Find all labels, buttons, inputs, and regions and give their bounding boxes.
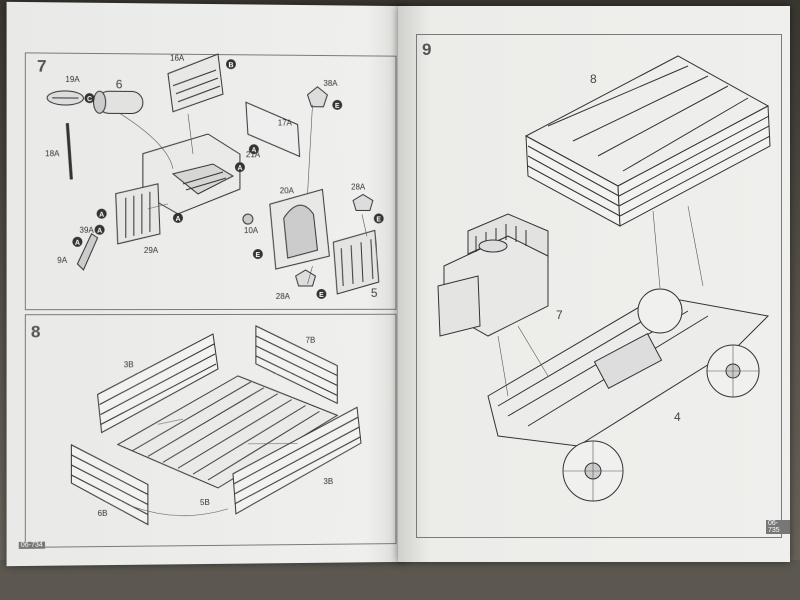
label-28A-bottom: 28A <box>275 291 290 301</box>
label-8: 8 <box>590 72 597 86</box>
svg-text:C: C <box>87 96 92 103</box>
svg-text:E: E <box>376 216 381 223</box>
label-29A: 29A <box>143 245 159 255</box>
step9-number: 9 <box>422 40 432 59</box>
table-surface <box>0 560 800 600</box>
svg-text:A: A <box>99 212 104 219</box>
svg-text:B: B <box>228 62 233 69</box>
label-4: 4 <box>674 410 681 424</box>
svg-text:E: E <box>256 252 261 259</box>
svg-text:A: A <box>175 216 180 223</box>
label-21A: 21A <box>245 150 261 160</box>
label-18A: 18A <box>45 149 60 159</box>
page-code-left: 06-734 <box>18 541 45 549</box>
label-3B-right: 3B <box>323 477 334 487</box>
label-5: 5 <box>370 285 378 300</box>
label-9A: 9A <box>57 255 68 265</box>
label-16A: 16A <box>169 53 185 63</box>
svg-text:A: A <box>97 228 102 235</box>
page-code-right: 06-735 <box>766 520 790 534</box>
label-7B: 7B <box>305 335 316 345</box>
label-5B: 5B <box>200 497 210 508</box>
svg-text:E: E <box>335 103 340 110</box>
svg-text:A: A <box>75 240 80 247</box>
label-19A: 19A <box>65 74 80 85</box>
label-3B-left: 3B <box>123 360 134 370</box>
label-28A-top: 28A <box>351 182 366 192</box>
step9-line-art <box>437 55 771 502</box>
label-6: 6 <box>115 77 123 92</box>
label-39A: 39A <box>79 225 94 235</box>
label-38A: 38A <box>323 78 338 88</box>
label-20A: 20A <box>279 186 294 196</box>
svg-text:E: E <box>319 292 324 299</box>
label-17A: 17A <box>277 118 292 128</box>
left-page: 7 8 <box>6 1 407 567</box>
label-6B: 6B <box>97 508 108 518</box>
label-10A: 10A <box>243 226 259 236</box>
label-7: 7 <box>556 308 563 322</box>
svg-text:A: A <box>237 165 242 172</box>
svg-text:A: A <box>251 147 256 154</box>
step9-frame <box>416 34 782 538</box>
right-page: 9 <box>398 6 790 562</box>
step7-step8-line-art: B C A E A E A A E A A E <box>46 53 384 566</box>
